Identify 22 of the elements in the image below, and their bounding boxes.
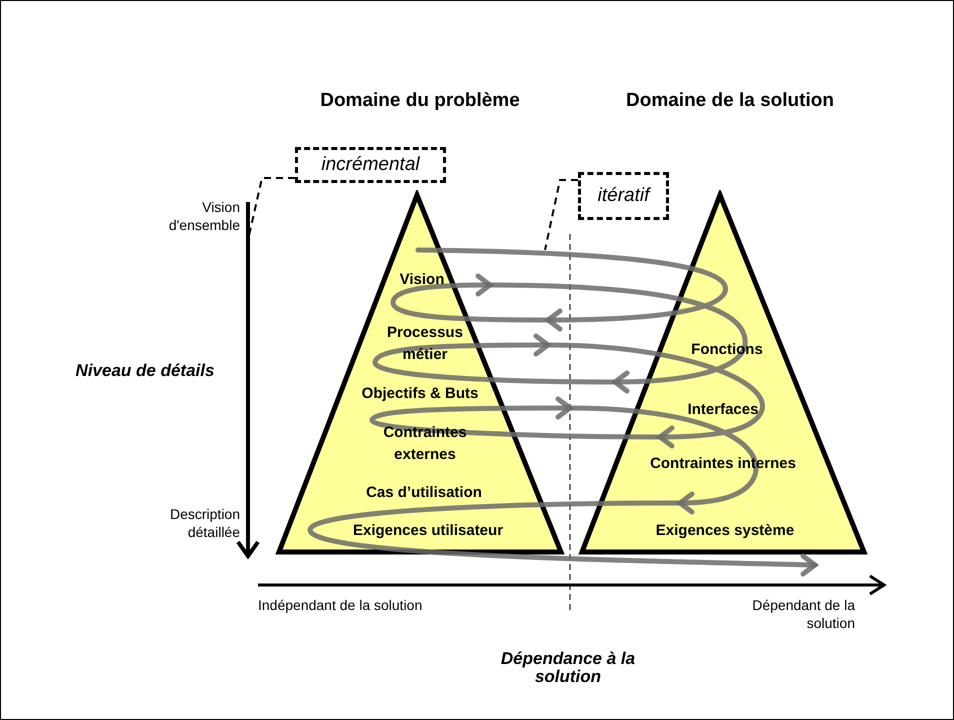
level-label: Fonctions (690, 340, 764, 360)
axis-label: Indépendant de la solution (258, 596, 424, 614)
level-label: Contraintes internes (649, 454, 797, 474)
dashed-callout-box: itératif (578, 172, 669, 220)
domain-heading: Domaine de la solution (625, 92, 835, 110)
level-label: Interfaces (686, 400, 760, 420)
level-label: Processus métier (386, 323, 464, 365)
dashed-callout-box: incrémental (295, 147, 446, 183)
axis-title: Niveau de détails (74, 362, 216, 380)
leader-line (544, 179, 578, 250)
axis-label: Description détaillée (168, 505, 240, 541)
level-label: Exigences utilisateur (352, 521, 504, 541)
level-label: Exigences système (654, 521, 796, 541)
level-label: Cas d’utilisation (365, 483, 483, 503)
spiral-arrow (308, 248, 820, 576)
level-label: Vision (398, 270, 446, 290)
level-label: Objectifs & Buts (360, 384, 480, 404)
level-label: Contraintes externes (382, 423, 468, 465)
axis-label: Vision d'ensemble (168, 198, 240, 234)
axis-title: Dépendance à la solution (500, 650, 636, 686)
axis-label: Dépendant de la solution (751, 596, 855, 632)
domain-heading: Domaine du problème (319, 92, 521, 110)
